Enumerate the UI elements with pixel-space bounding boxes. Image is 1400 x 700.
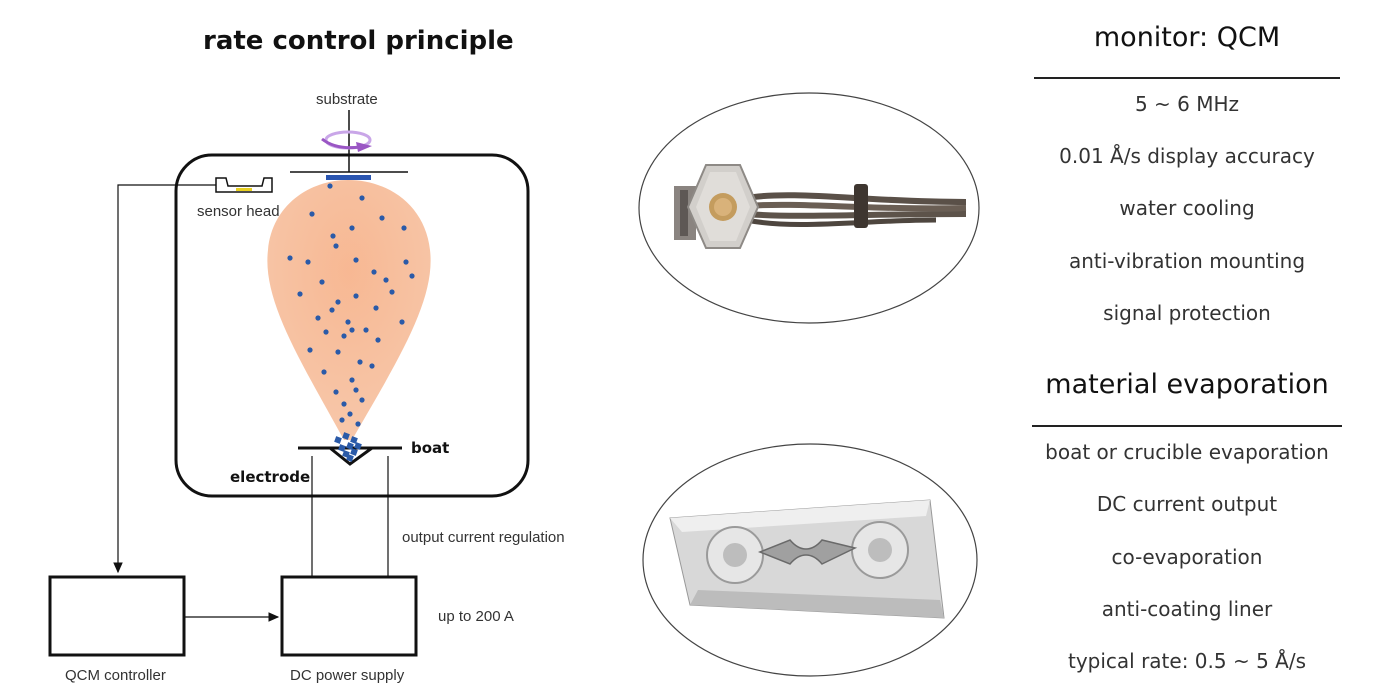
particle — [359, 195, 365, 201]
particle — [319, 279, 325, 285]
particle — [309, 211, 315, 217]
particle — [349, 377, 355, 383]
evaporation-plume — [267, 180, 431, 440]
evaporation-feature-5: typical rate: 0.5 ~ 5 Å/s — [1067, 649, 1307, 673]
particle — [389, 289, 395, 295]
evaporation-feature-2: DC current output — [1096, 492, 1278, 516]
particle — [369, 363, 375, 369]
particle — [363, 327, 369, 333]
evaporation-feature-4: anti-coating liner — [1101, 597, 1273, 621]
boat-particle — [346, 454, 354, 462]
particle — [355, 421, 361, 427]
particle — [409, 273, 415, 279]
particle — [353, 293, 359, 299]
sensor-head-label: sensor head — [197, 203, 280, 220]
monitor-feature-5: signal protection — [1103, 301, 1271, 325]
particle — [353, 257, 359, 263]
particle — [373, 305, 379, 311]
particle — [333, 243, 339, 249]
particle — [399, 319, 405, 325]
particle — [305, 259, 311, 265]
dc-power-supply-box — [280, 575, 418, 657]
evaporation-divider — [1032, 425, 1342, 427]
substrate — [326, 175, 371, 180]
substrate-label: substrate — [316, 91, 378, 108]
particle — [371, 269, 377, 275]
evaporated-particles — [287, 183, 415, 427]
particle — [347, 411, 353, 417]
particle — [403, 259, 409, 265]
particle — [401, 225, 407, 231]
particle — [383, 277, 389, 283]
sensor-signal-wire — [113, 184, 216, 574]
particle — [349, 327, 355, 333]
particle — [333, 389, 339, 395]
current-limit-label: up to 200 A — [438, 608, 514, 625]
particle — [345, 319, 351, 325]
particle — [353, 387, 359, 393]
monitor-feature-4: anti-vibration mounting — [1068, 249, 1306, 273]
particle — [307, 347, 313, 353]
particle — [287, 255, 293, 261]
particle — [315, 315, 321, 321]
particle — [357, 359, 363, 365]
particle — [321, 369, 327, 375]
particle — [359, 397, 365, 403]
boat-particle — [338, 444, 346, 452]
evaporation-boat-photo — [642, 443, 978, 677]
boat-particle — [342, 432, 350, 440]
boat-particle — [354, 442, 362, 450]
evaporation-feature-3: co-evaporation — [1111, 545, 1263, 569]
sensor-head-shape — [215, 177, 273, 193]
electrode-label: electrode — [230, 468, 311, 486]
particle — [375, 337, 381, 343]
particle — [341, 401, 347, 407]
rotation-arrow-icon — [321, 130, 372, 152]
evaporation-feature-1: boat or crucible evaporation — [1045, 440, 1329, 464]
particle — [335, 349, 341, 355]
rate-control-diagram — [48, 110, 530, 657]
particle — [323, 329, 329, 335]
boat-particle — [350, 436, 358, 444]
monitor-feature-1: 5 ~ 6 MHz — [1134, 92, 1240, 116]
particle — [330, 233, 336, 239]
particle — [327, 183, 333, 189]
particle — [341, 333, 347, 339]
boat-particle — [334, 436, 342, 444]
qcm-controller-box — [48, 575, 186, 657]
dc-power-supply-label: DC power supply — [290, 667, 405, 684]
boat-particle — [350, 448, 358, 456]
monitor-heading: monitor: QCM — [1093, 22, 1281, 53]
monitor-feature-3: water cooling — [1119, 196, 1255, 220]
diagram-title: rate control principle — [203, 26, 514, 56]
particle — [339, 417, 345, 423]
particle — [349, 225, 355, 231]
monitor-feature-2: 0.01 Å/s display accuracy — [1059, 144, 1315, 168]
qcm-sensor-head-photo — [638, 92, 980, 324]
particle — [379, 215, 385, 221]
qcm-controller-label: QCM controller — [65, 667, 166, 684]
boat-label: boat — [411, 439, 450, 457]
output-current-regulation-label: output current regulation — [402, 529, 565, 546]
particle — [297, 291, 303, 297]
boat-material — [334, 432, 362, 462]
monitor-divider — [1034, 77, 1340, 79]
particle — [329, 307, 335, 313]
vacuum-chamber — [174, 153, 530, 498]
evaporation-heading: material evaporation — [1045, 369, 1329, 400]
particle — [335, 299, 341, 305]
boat-particle — [346, 442, 354, 450]
